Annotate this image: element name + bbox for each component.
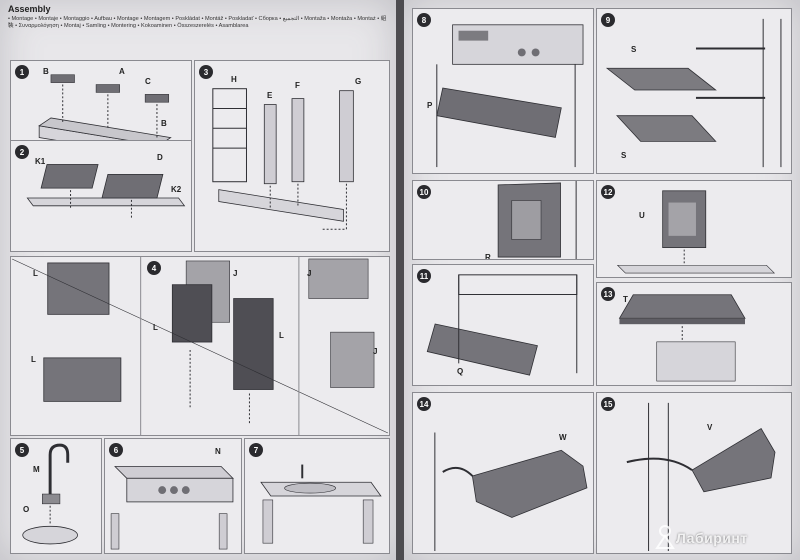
step-11-illustration <box>426 274 578 376</box>
page-fold <box>396 0 404 560</box>
part-label-r: R <box>485 253 491 260</box>
part-label-j: J <box>233 269 238 278</box>
part-label-k1: K1 <box>35 157 46 166</box>
step-10-panel: 10 R <box>412 180 594 260</box>
left-sheet: Assembly • Montage • Montaje • Montaggio… <box>0 0 396 560</box>
step-number-12: 12 <box>601 185 615 199</box>
step-number-9: 9 <box>601 13 615 27</box>
part-label-s: S <box>631 45 637 54</box>
part-label-l: L <box>279 331 284 340</box>
watermark-text: Лабиринт <box>676 530 748 546</box>
step-14-panel: 14 W <box>412 392 594 554</box>
part-label-q: Q <box>457 367 464 376</box>
step-5-illustration <box>22 443 78 545</box>
step-number-15: 15 <box>601 397 615 411</box>
part-label-e: E <box>267 91 273 100</box>
part-label-g: G <box>355 77 362 86</box>
step-4-panel: 4 L J J L L J L <box>10 256 390 436</box>
step-number-7: 7 <box>249 443 263 457</box>
part-label-u: U <box>639 211 645 220</box>
step-7-illustration <box>260 464 382 544</box>
part-label-j: J <box>373 347 378 356</box>
part-label-l: L <box>31 355 36 364</box>
part-label-b: B <box>43 67 49 76</box>
part-label-n: N <box>215 447 221 456</box>
step-10-illustration <box>497 181 577 259</box>
step-6-panel: 6 N <box>104 438 242 554</box>
step-7-panel: 7 <box>244 438 390 554</box>
step-number-3: 3 <box>199 65 213 79</box>
part-label-d: D <box>157 153 163 162</box>
part-label-m: M <box>33 465 40 474</box>
step-number-8: 8 <box>417 13 431 27</box>
step-14-illustration <box>434 432 588 552</box>
step-number-10: 10 <box>417 185 431 199</box>
assembly-translations: • Montage • Montaje • Montaggio • Aufbau… <box>8 16 387 29</box>
right-sheet: 8 P 9 S S 10 R 11 <box>404 0 800 560</box>
part-label-p: P <box>427 101 433 110</box>
part-label-c: C <box>145 77 151 86</box>
step-3-illustration <box>212 88 354 230</box>
step-12-illustration <box>616 190 776 274</box>
part-label-h: H <box>231 75 237 84</box>
step-number-2: 2 <box>15 145 29 159</box>
labirint-logo-icon <box>655 525 675 549</box>
step-12-panel: 12 U <box>596 180 792 278</box>
part-label-l: L <box>33 269 38 278</box>
step-3-panel: 3 H E F G <box>194 60 390 252</box>
step-number-5: 5 <box>15 443 29 457</box>
part-label-s: S <box>621 151 627 160</box>
part-label-a: A <box>119 67 125 76</box>
assembly-title: Assembly <box>8 4 51 14</box>
part-label-k2: K2 <box>171 185 182 194</box>
step-5-panel: 5 M O <box>10 438 102 554</box>
part-label-l: L <box>153 323 158 332</box>
step-9-illustration <box>605 18 782 168</box>
part-label-t: T <box>623 295 628 304</box>
part-label-o: O <box>23 505 30 514</box>
step-4-illustration <box>11 257 389 435</box>
step-6-illustration <box>110 466 234 550</box>
step-number-11: 11 <box>417 269 431 283</box>
step-8-panel: 8 P <box>412 8 594 174</box>
step-number-14: 14 <box>417 397 431 411</box>
step-2-panel: 2 K1 K2 <box>10 140 192 252</box>
step-number-4: 4 <box>147 261 161 275</box>
step-9-panel: 9 S S <box>596 8 792 174</box>
step-13-panel: 13 T <box>596 282 792 386</box>
step-number-6: 6 <box>109 443 123 457</box>
step-15-illustration <box>626 402 776 552</box>
step-number-13: 13 <box>601 287 615 301</box>
part-label-f: F <box>295 81 300 90</box>
part-label-w: W <box>559 433 567 442</box>
step-11-panel: 11 Q <box>412 264 594 386</box>
part-label-v: V <box>707 423 713 432</box>
step-13-illustration <box>618 294 746 382</box>
step-8-illustration <box>436 24 584 168</box>
step-15-panel: 15 V <box>596 392 792 554</box>
step-2-illustration <box>26 164 186 220</box>
part-label-b: B <box>161 119 167 128</box>
part-label-j: J <box>307 269 312 278</box>
step-number-1: 1 <box>15 65 29 79</box>
